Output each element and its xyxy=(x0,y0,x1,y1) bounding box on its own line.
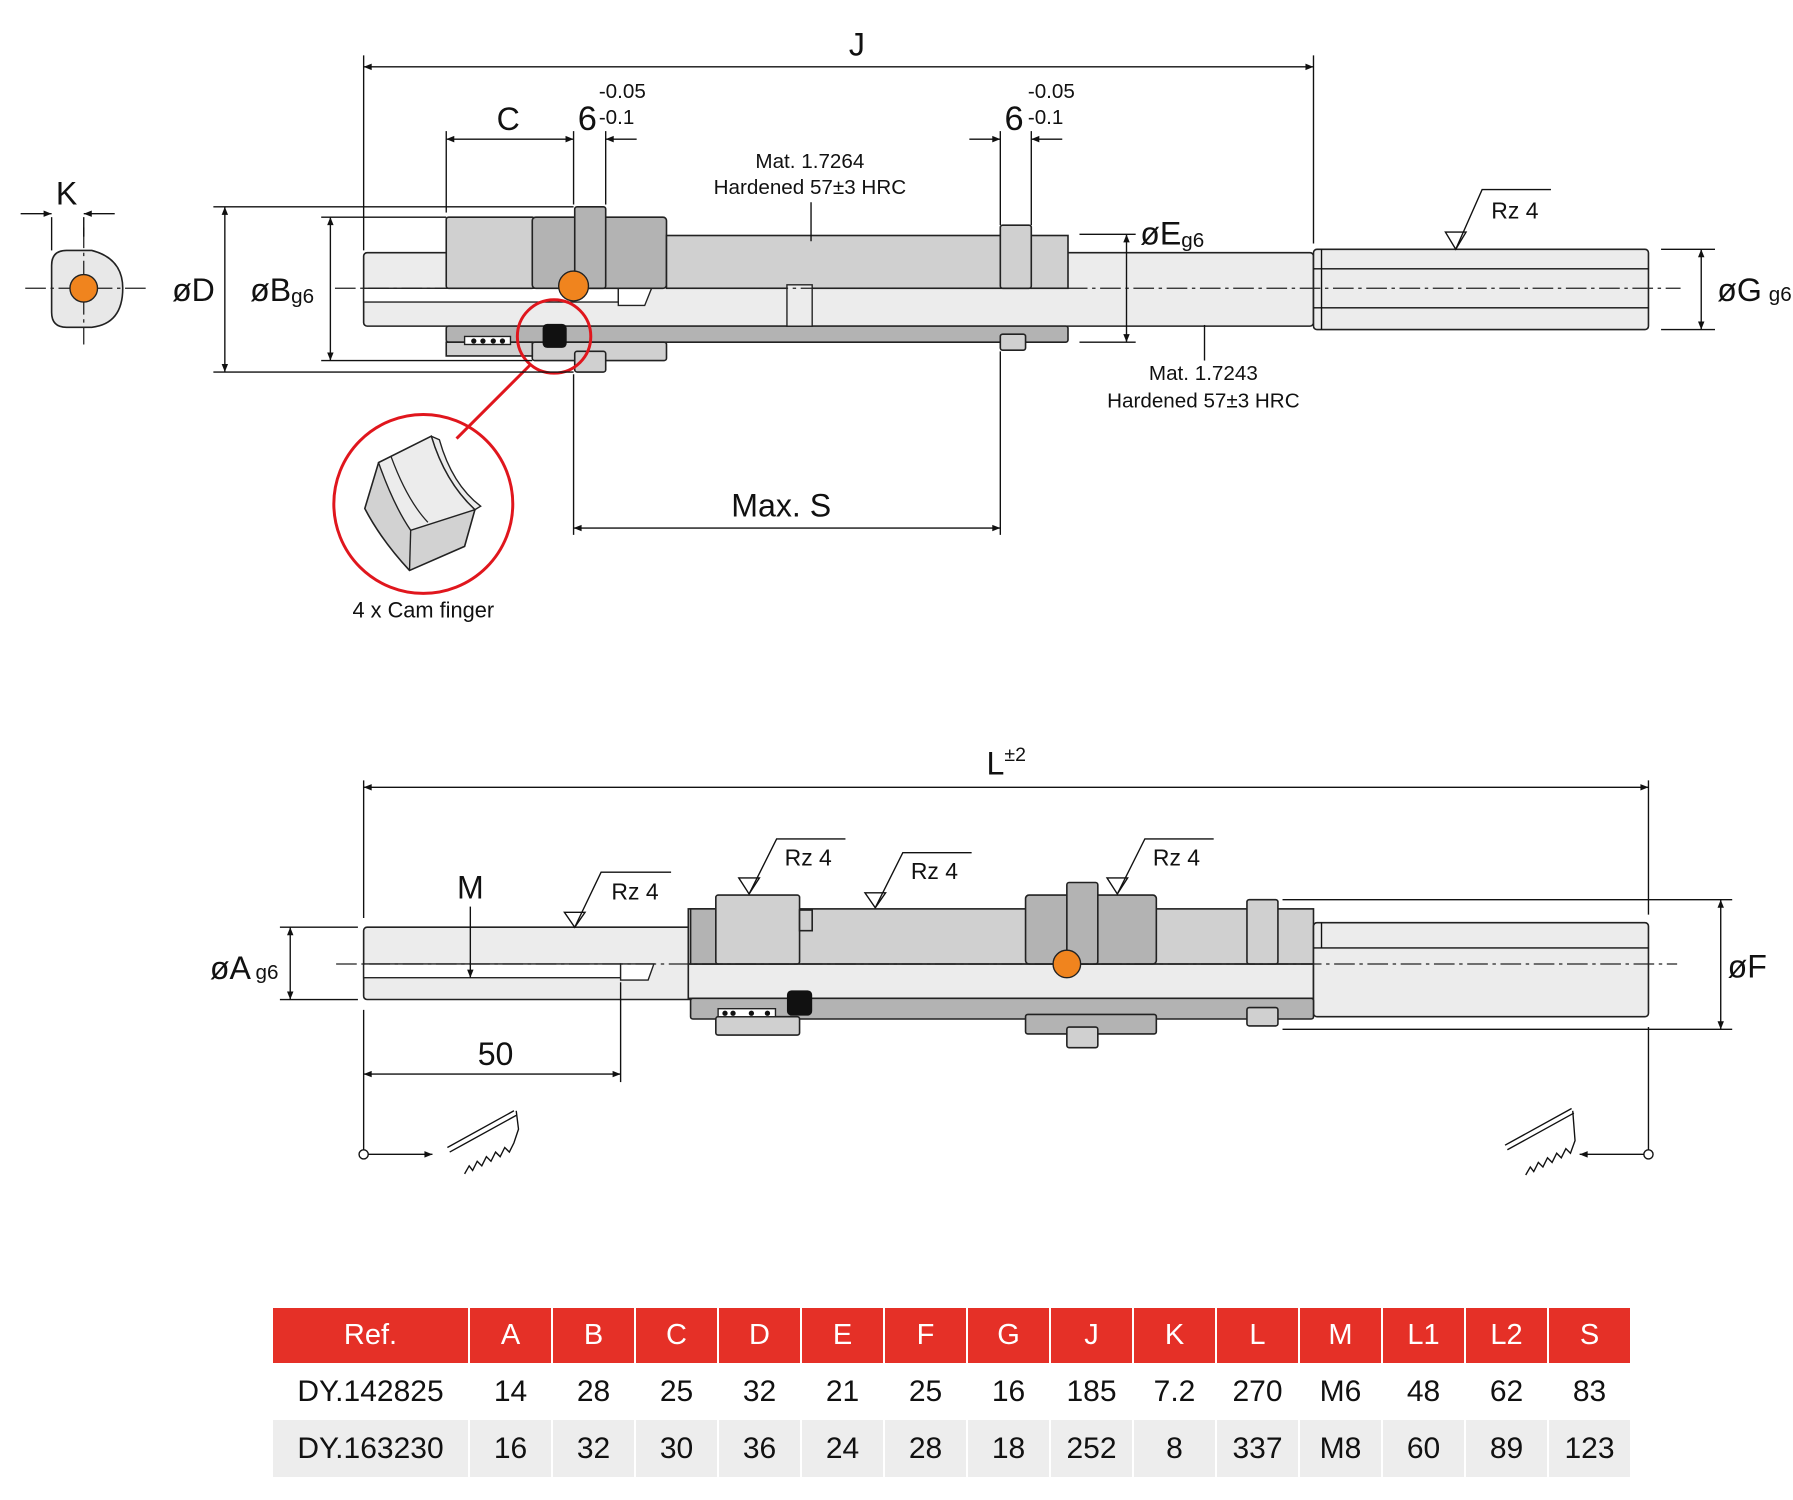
material-top-line2: Hardened 57±3 HRC xyxy=(714,176,907,199)
cell-G: 16 xyxy=(968,1363,1049,1420)
cell-B: 32 xyxy=(553,1420,634,1477)
cell-E: 21 xyxy=(802,1363,883,1420)
tol-upper-right: -0.05 xyxy=(1028,80,1075,103)
cell-B: 28 xyxy=(553,1363,634,1420)
cam-ball-bottom xyxy=(1052,949,1082,979)
header-L1: L1 xyxy=(1383,1308,1464,1363)
header-C: C xyxy=(636,1308,717,1363)
cell-F: 25 xyxy=(885,1363,966,1420)
tol-upper-left: -0.05 xyxy=(599,80,646,103)
header-ref: Ref. xyxy=(273,1308,468,1363)
surface-finish-rz-rod: Rz 4 xyxy=(563,871,672,929)
cam-ball-top xyxy=(557,270,590,302)
header-S: S xyxy=(1549,1308,1630,1363)
header-E: E xyxy=(802,1308,883,1363)
cell-L2: 89 xyxy=(1466,1420,1547,1477)
cell-ref: DY.163230 xyxy=(273,1420,468,1477)
svg-text:Rz 4: Rz 4 xyxy=(785,844,832,870)
cam-ball-end-view xyxy=(69,273,99,303)
dim-max-S-label: Max. S xyxy=(731,488,831,524)
dim-D-label: øD xyxy=(172,272,215,308)
header-L: L xyxy=(1217,1308,1298,1363)
cell-G: 18 xyxy=(968,1420,1049,1477)
cam-finger-caption: 4 x Cam finger xyxy=(352,598,494,623)
svg-text:Rz 4: Rz 4 xyxy=(1491,197,1538,223)
cell-D: 32 xyxy=(719,1363,800,1420)
cell-L1: 60 xyxy=(1383,1420,1464,1477)
cell-M: M6 xyxy=(1300,1363,1381,1420)
cell-E: 24 xyxy=(802,1420,883,1477)
header-B: B xyxy=(553,1308,634,1363)
svg-text:Rz 4: Rz 4 xyxy=(611,879,658,905)
cell-L: 270 xyxy=(1217,1363,1298,1420)
saw-cut-right-icon xyxy=(1504,1107,1654,1176)
cell-F: 28 xyxy=(885,1420,966,1477)
detail-circle-small xyxy=(515,298,593,375)
table-row: DY.142825 14 28 25 32 21 25 16 185 7.2 2… xyxy=(273,1363,1630,1420)
table-header-row: Ref. A B C D E F G J K L M L1 L2 S xyxy=(273,1308,1630,1363)
tol-lower-right: -0.1 xyxy=(1028,106,1064,129)
cam-finger-illustration xyxy=(363,435,482,572)
detail-circle-large xyxy=(332,412,515,595)
header-F: F xyxy=(885,1308,966,1363)
cell-J: 185 xyxy=(1051,1363,1132,1420)
material-top-line1: Mat. 1.7264 xyxy=(755,150,864,173)
dim-50-label: 50 xyxy=(478,1036,514,1072)
cell-L2: 62 xyxy=(1466,1363,1547,1420)
dim-6-left: 6 xyxy=(578,100,597,138)
svg-text:Rz 4: Rz 4 xyxy=(1153,844,1200,870)
svg-text:Rz 4: Rz 4 xyxy=(911,858,958,884)
cell-ref: DY.142825 xyxy=(273,1363,468,1420)
cell-K: 7.2 xyxy=(1134,1363,1215,1420)
dim-K-label: K xyxy=(56,176,78,212)
dim-J-label: J xyxy=(849,26,865,62)
table-row: DY.163230 16 32 30 36 24 28 18 252 8 337… xyxy=(273,1420,1630,1477)
header-A: A xyxy=(470,1308,551,1363)
header-K: K xyxy=(1134,1308,1215,1363)
dim-L-label: L±2 xyxy=(987,744,1026,782)
header-M: M xyxy=(1300,1308,1381,1363)
top-assembly: 4 x Cam finger J C 6 -0.05 -0.1 6 -0.05 … xyxy=(172,26,1792,622)
cell-S: 83 xyxy=(1549,1363,1630,1420)
cell-J: 252 xyxy=(1051,1420,1132,1477)
dim-B-label: øBg6 xyxy=(250,272,314,308)
dimension-table: Ref. A B C D E F G J K L M L1 L2 S DY.14… xyxy=(271,1308,1632,1477)
saw-cut-left-icon xyxy=(358,1110,520,1175)
end-view: K xyxy=(20,176,147,345)
surface-finish-rz-shaft: Rz 4 xyxy=(863,851,972,909)
surface-finish-rz-sleeve: Rz 4 xyxy=(737,838,846,896)
cell-K: 8 xyxy=(1134,1420,1215,1477)
cell-L1: 48 xyxy=(1383,1363,1464,1420)
cell-L: 337 xyxy=(1217,1420,1298,1477)
cell-S: 123 xyxy=(1549,1420,1630,1477)
surface-finish-rz-housing: Rz 4 xyxy=(1105,838,1214,896)
cell-A: 16 xyxy=(470,1420,551,1477)
tol-lower-left: -0.1 xyxy=(599,106,635,129)
cell-M: M8 xyxy=(1300,1420,1381,1477)
header-G: G xyxy=(968,1308,1049,1363)
material-right-line2: Hardened 57±3 HRC xyxy=(1107,390,1300,413)
header-D: D xyxy=(719,1308,800,1363)
dim-6-right: 6 xyxy=(1005,100,1024,138)
cell-D: 36 xyxy=(719,1420,800,1477)
cell-C: 30 xyxy=(636,1420,717,1477)
header-L2: L2 xyxy=(1466,1308,1547,1363)
header-J: J xyxy=(1051,1308,1132,1363)
dim-E-label: øEg6 xyxy=(1140,216,1204,252)
surface-finish-rz-top: Rz 4 xyxy=(1444,188,1551,251)
dim-C-label: C xyxy=(497,101,520,137)
cell-C: 25 xyxy=(636,1363,717,1420)
cell-A: 14 xyxy=(470,1363,551,1420)
dim-F-label: øF xyxy=(1728,949,1767,985)
dim-M-label: M xyxy=(457,870,484,906)
material-right-line1: Mat. 1.7243 xyxy=(1149,362,1258,385)
